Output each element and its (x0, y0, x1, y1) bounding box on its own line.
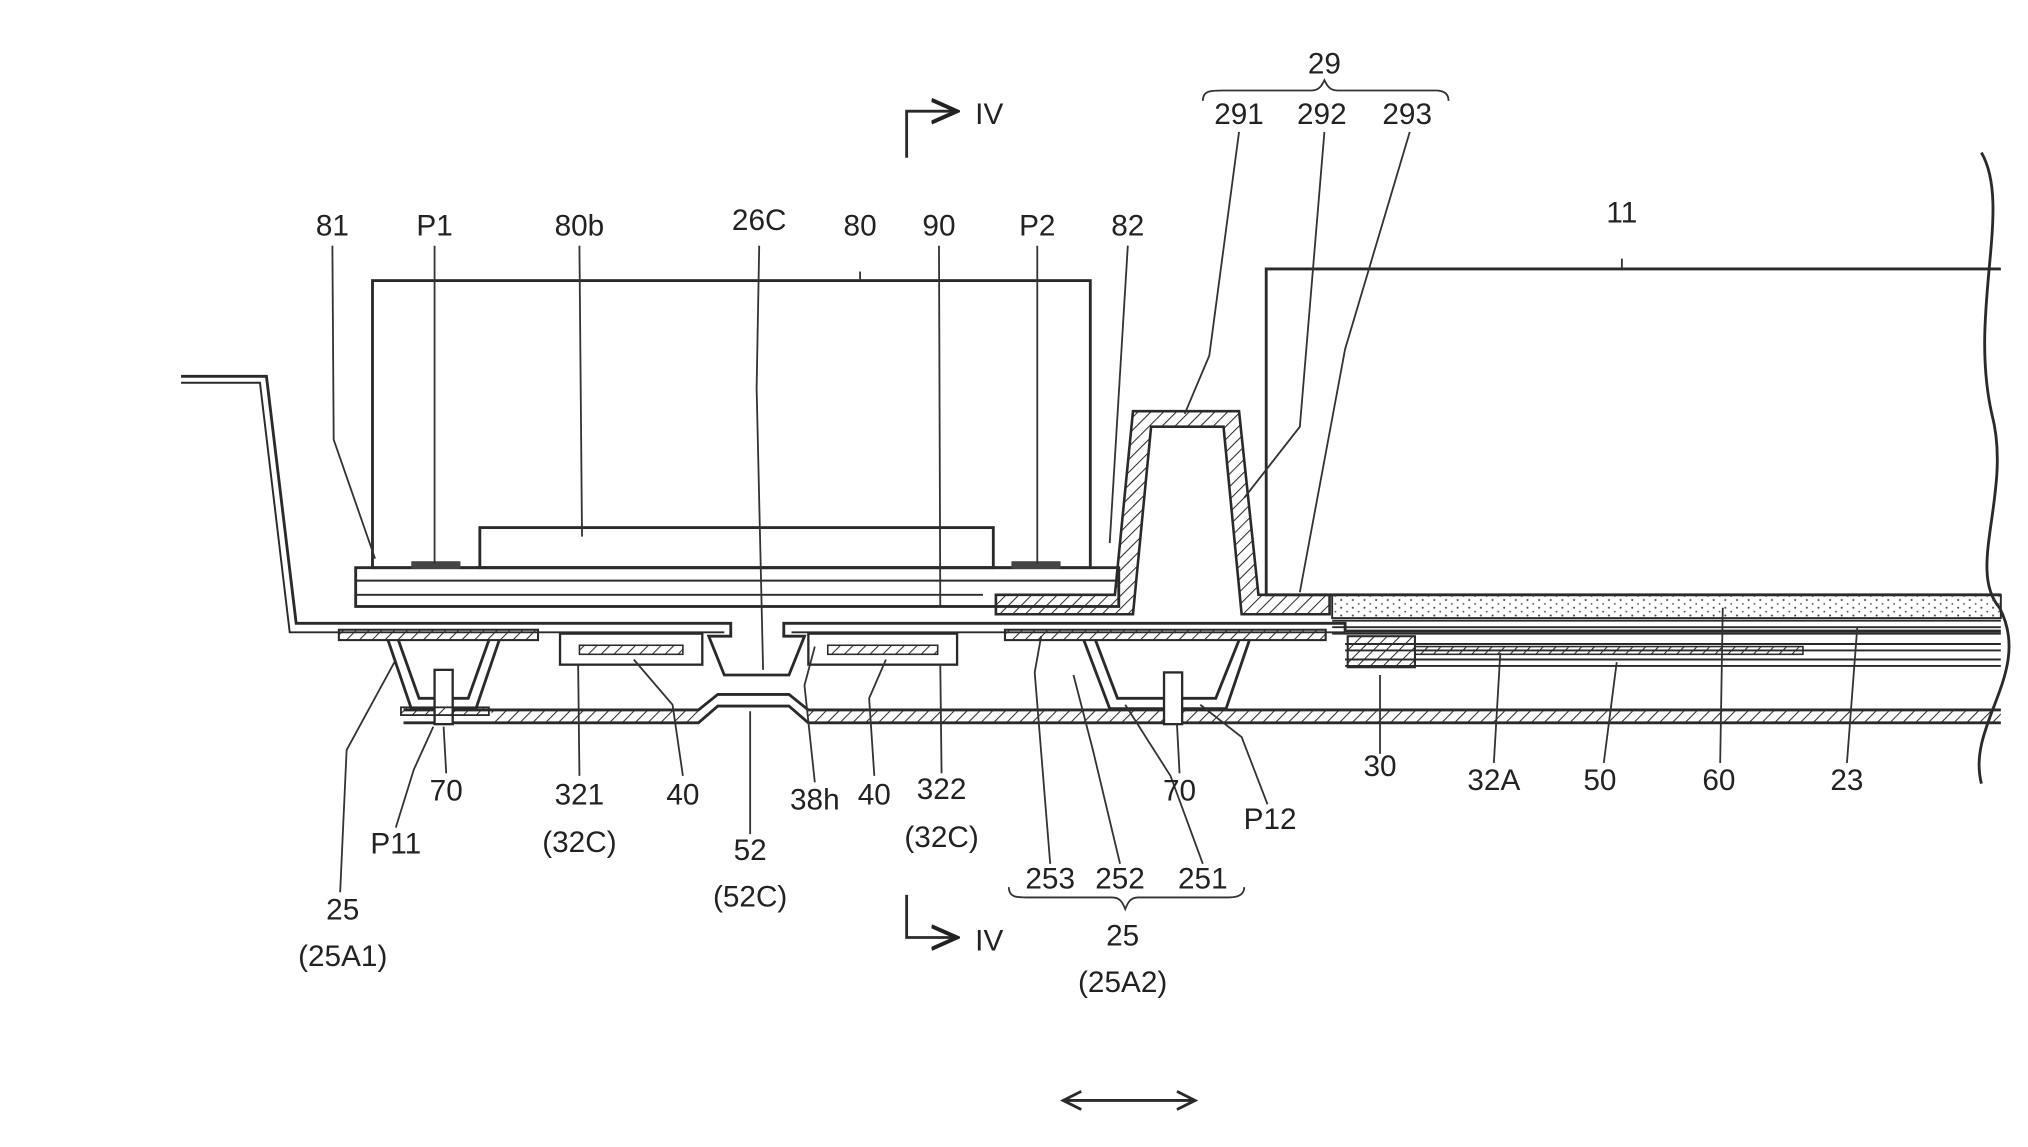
label-252: 252 (1095, 862, 1145, 895)
label-25a1: (25A1) (298, 940, 387, 973)
plate-321-core (579, 645, 682, 654)
section-arrow-bottom (907, 895, 957, 938)
label-50: 50 (1583, 764, 1616, 797)
label-40-left: 40 (666, 778, 699, 811)
label-253: 253 (1025, 862, 1075, 895)
reference-labels: 29 291 292 293 IV 81 P1 80b 26C 80 90 P2… (298, 48, 1863, 999)
label-p11: P11 (370, 827, 421, 860)
pad-p1 (411, 561, 460, 569)
label-25-right: 25 (1106, 919, 1139, 952)
label-38h: 38h (790, 783, 840, 816)
plate-p11 (401, 707, 489, 715)
label-25-left: 25 (326, 893, 359, 926)
label-81: 81 (316, 209, 349, 242)
label-25a2: (25A2) (1078, 966, 1167, 999)
bottom-plate-hatch-left (491, 710, 698, 723)
block-30 (1348, 636, 1415, 667)
rivet-70-left (435, 670, 453, 724)
strip-32a (1415, 647, 1803, 655)
label-32c-right: (32C) (904, 821, 978, 854)
label-80: 80 (844, 209, 877, 242)
label-p2: P2 (1019, 209, 1055, 242)
label-30: 30 (1363, 750, 1396, 783)
label-82: 82 (1111, 209, 1144, 242)
label-293: 293 (1382, 98, 1432, 131)
label-iv-top: IV (975, 98, 1003, 131)
rivet-70-right (1164, 672, 1182, 724)
label-70-left: 70 (430, 774, 463, 807)
label-23: 23 (1830, 764, 1863, 797)
label-p1: P1 (416, 209, 452, 242)
pad-p2 (1011, 561, 1060, 569)
label-p12: P12 (1244, 803, 1297, 836)
break-line-right (1979, 153, 2009, 784)
label-52c: (52C) (713, 880, 787, 913)
terminal-25a1-flange (339, 630, 538, 640)
busbar-29 (996, 411, 1330, 614)
label-70-right: 70 (1163, 774, 1196, 807)
label-292: 292 (1297, 98, 1347, 131)
label-32a: 32A (1467, 764, 1520, 797)
label-11: 11 (1606, 196, 1637, 229)
layer-60 (1332, 595, 2001, 618)
label-40-right: 40 (858, 778, 891, 811)
chip-80b (480, 528, 993, 568)
bottom-plate-hatch (808, 710, 2000, 723)
label-52: 52 (734, 834, 767, 867)
terminal-25a2-flange (1005, 630, 1326, 640)
plate-322-core (828, 645, 938, 654)
battery-cell-11 (1266, 269, 2001, 595)
label-iv-bottom: IV (975, 924, 1003, 957)
component-80 (372, 281, 1090, 568)
label-60: 60 (1702, 764, 1735, 797)
label-32c-left: (32C) (542, 826, 616, 859)
label-26c: 26C (732, 204, 787, 237)
label-90: 90 (922, 209, 955, 242)
label-251: 251 (1178, 862, 1228, 895)
label-80b: 80b (555, 209, 605, 242)
label-321: 321 (555, 778, 605, 811)
label-29: 29 (1308, 48, 1341, 81)
label-291: 291 (1214, 98, 1264, 131)
label-322: 322 (917, 773, 967, 806)
section-arrow-top (907, 111, 957, 158)
